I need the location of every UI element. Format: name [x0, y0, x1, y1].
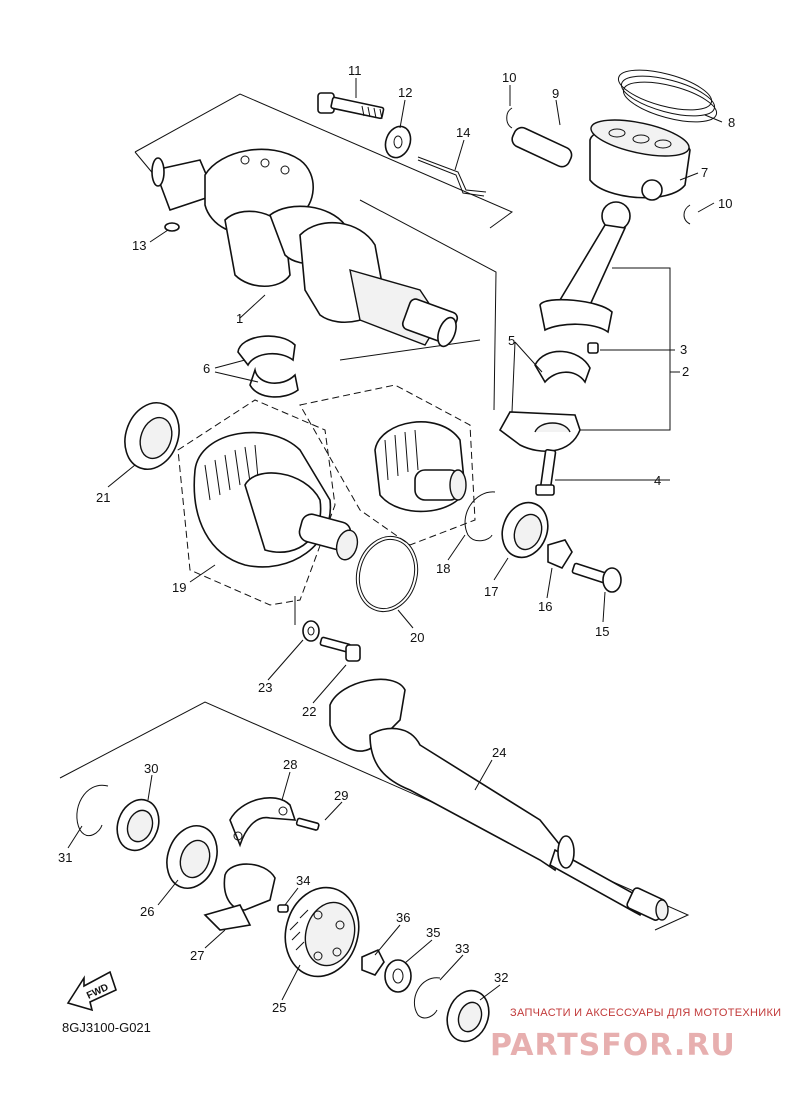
- callout-31[interactable]: 31: [58, 850, 72, 865]
- watermark-tagline: ЗАПЧАСТИ И АКСЕССУАРЫ ДЛЯ МОТОТЕХНИКИ: [510, 1007, 781, 1019]
- end-bearing-part[interactable]: [440, 985, 495, 1048]
- callout-34[interactable]: 34: [296, 873, 310, 888]
- callout-10-top[interactable]: 10: [502, 70, 516, 85]
- callout-20[interactable]: 20: [410, 630, 424, 645]
- watermark: ЗАПЧАСТИ И АКСЕССУАРЫ ДЛЯ МОТОТЕХНИКИ PA…: [490, 1007, 781, 1063]
- callout-16[interactable]: 16: [538, 599, 552, 614]
- callout-18[interactable]: 18: [436, 561, 450, 576]
- callout-26[interactable]: 26: [140, 904, 154, 919]
- conrod-assembly-bracket: [555, 267, 680, 481]
- circlip-large-part[interactable]: [76, 784, 109, 837]
- callout-14[interactable]: 14: [456, 125, 470, 140]
- needle-bearing-small-part[interactable]: [110, 794, 165, 857]
- callout-10-right[interactable]: 10: [718, 196, 732, 211]
- screw-part[interactable]: [295, 817, 320, 831]
- callout-19[interactable]: 19: [172, 580, 186, 595]
- plain-washer-part[interactable]: [302, 620, 320, 642]
- callout-29[interactable]: 29: [334, 788, 348, 803]
- bearing-retainer-part[interactable]: [229, 796, 297, 848]
- callout-9[interactable]: 9: [552, 86, 559, 101]
- conrod-cap-part[interactable]: [498, 411, 581, 452]
- callout-27[interactable]: 27: [190, 948, 204, 963]
- needle-bearing-part[interactable]: [495, 496, 555, 564]
- callout-15[interactable]: 15: [595, 624, 609, 639]
- callout-23[interactable]: 23: [258, 680, 272, 695]
- snap-ring-part[interactable]: [464, 491, 496, 542]
- nut-part[interactable]: [384, 959, 412, 993]
- balancer-assembly-outline: [177, 384, 476, 606]
- callout-33[interactable]: 33: [455, 941, 469, 956]
- balancer-shaft-part[interactable]: [374, 421, 467, 513]
- woodruff-key-part[interactable]: [164, 222, 180, 232]
- callout-1[interactable]: 1: [236, 311, 243, 326]
- middle-drive-shaft-part[interactable]: [329, 678, 669, 921]
- crankshaft-part[interactable]: [151, 148, 460, 348]
- diagram-code: 8GJ3100-G021: [62, 1020, 151, 1035]
- callout-8[interactable]: 8: [728, 115, 735, 130]
- callout-12[interactable]: 12: [398, 85, 412, 100]
- piston-rings-part[interactable]: [614, 62, 720, 130]
- conrod-bearing-part[interactable]: [534, 342, 599, 384]
- circlip-small-part[interactable]: [413, 977, 441, 1019]
- connecting-rod-part[interactable]: [539, 201, 631, 334]
- circlip-part[interactable]: [506, 107, 691, 225]
- lock-washer-part[interactable]: [547, 539, 573, 570]
- bolt-part[interactable]: [571, 562, 622, 593]
- o-ring-part[interactable]: [348, 530, 426, 619]
- washer-part[interactable]: [381, 123, 414, 161]
- watermark-brand: PARTSFOR.RU: [490, 1028, 736, 1063]
- callout-22[interactable]: 22: [302, 704, 316, 719]
- callout-30[interactable]: 30: [144, 761, 158, 776]
- callout-2[interactable]: 2: [682, 364, 689, 379]
- oil-seal-part[interactable]: [116, 395, 188, 477]
- piston-part[interactable]: [588, 113, 692, 201]
- callout-3[interactable]: 3: [680, 342, 687, 357]
- callout-25[interactable]: 25: [272, 1000, 286, 1015]
- callout-labels: 1 2 3 4 5 6 7 8 9 10 10 11 12 13 14 15 1…: [58, 63, 735, 1015]
- crankshaft-group-outline: [134, 93, 514, 411]
- ball-bearing-part[interactable]: [159, 819, 226, 896]
- main-bearing-part[interactable]: [237, 335, 299, 398]
- fwd-arrow-icon: FWD: [66, 970, 117, 1012]
- drive-gear-part[interactable]: [276, 879, 369, 985]
- conrod-bolt-part[interactable]: [535, 448, 557, 496]
- balancer-gear-part[interactable]: [193, 431, 360, 568]
- callout-6[interactable]: 6: [203, 361, 210, 376]
- piston-pin-part[interactable]: [510, 125, 575, 169]
- callout-17[interactable]: 17: [484, 584, 498, 599]
- callout-36[interactable]: 36: [396, 910, 410, 925]
- callout-7[interactable]: 7: [701, 165, 708, 180]
- callout-32[interactable]: 32: [494, 970, 508, 985]
- callout-35[interactable]: 35: [426, 925, 440, 940]
- lock-washer-small-part[interactable]: [361, 948, 385, 976]
- flange-bolt-part[interactable]: [319, 636, 361, 662]
- callout-4[interactable]: 4: [654, 473, 661, 488]
- leader-lines: [67, 78, 723, 1001]
- callout-24[interactable]: 24: [492, 745, 506, 760]
- callout-13[interactable]: 13: [132, 238, 146, 253]
- damper-cam-part[interactable]: [203, 863, 276, 931]
- crank-bolt-part[interactable]: [317, 92, 385, 120]
- callout-28[interactable]: 28: [283, 757, 297, 772]
- pipe-part[interactable]: [417, 156, 487, 197]
- callout-11[interactable]: 11: [348, 63, 362, 78]
- dowel-pin-part[interactable]: [277, 904, 289, 913]
- callout-5[interactable]: 5: [508, 333, 515, 348]
- callout-21[interactable]: 21: [96, 490, 110, 505]
